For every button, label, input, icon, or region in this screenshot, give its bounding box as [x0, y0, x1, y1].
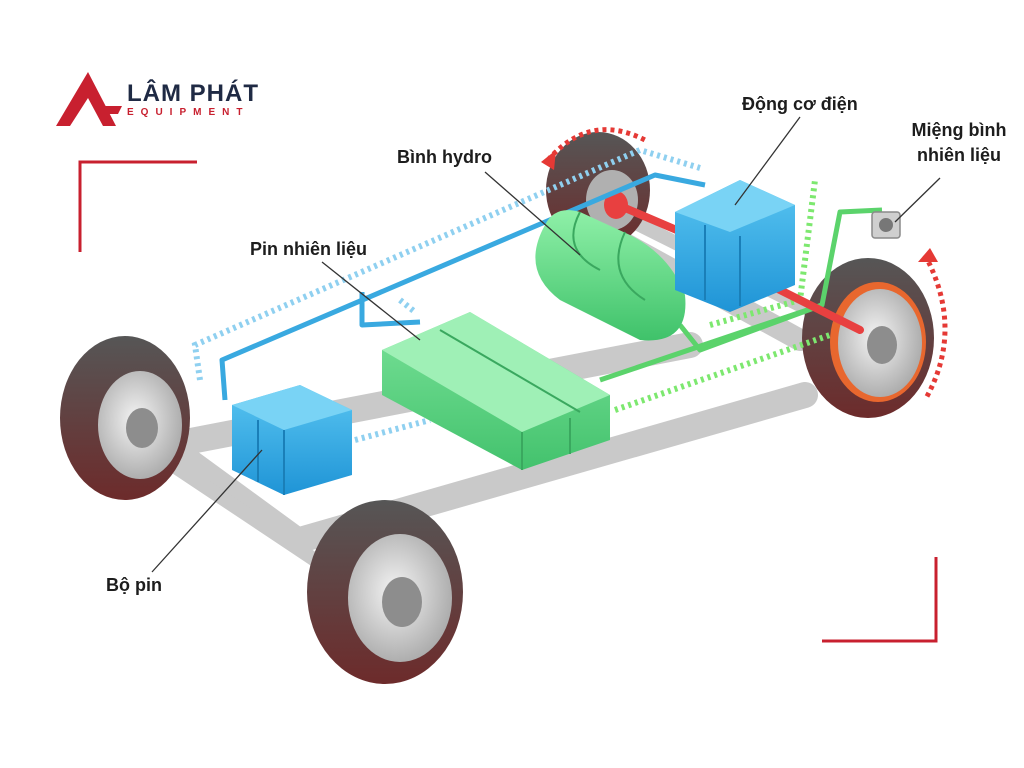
label-fuel-cell: Pin nhiên liệu: [250, 239, 368, 259]
brand-logo-icon: [56, 72, 122, 126]
hydrogen-tank: [535, 210, 686, 341]
label-fuel-inlet: Miệng bình nhiên liệu: [911, 120, 1007, 165]
rotation-arrows: [546, 127, 948, 402]
wheel-rear-left: [60, 336, 190, 500]
power-flow-arrows: [191, 146, 701, 443]
corner-bracket-bottom-right: [822, 557, 938, 643]
rotation-arrow-head-top: [541, 150, 556, 170]
battery-pack: [232, 385, 352, 495]
fuel-cell-stack: [382, 312, 610, 470]
brand-tagline: EQUIPMENT: [127, 107, 250, 118]
fuel-inlet: [871, 211, 901, 239]
wheel-front-right: [802, 258, 934, 418]
hydrogen-lines: [599, 207, 883, 383]
leader-lines: [151, 116, 941, 573]
wheel-rear-right: [307, 500, 463, 684]
brand-name: LÂM PHÁT: [127, 80, 259, 107]
corner-bracket-top-left: [78, 160, 197, 252]
label-motor: Động cơ điện: [742, 94, 858, 114]
rotation-arrow-head-right: [918, 248, 938, 262]
label-battery: Bộ pin: [106, 575, 162, 595]
label-hydrogen-tank: Bình hydro: [397, 147, 492, 167]
electric-motor: [675, 180, 795, 312]
